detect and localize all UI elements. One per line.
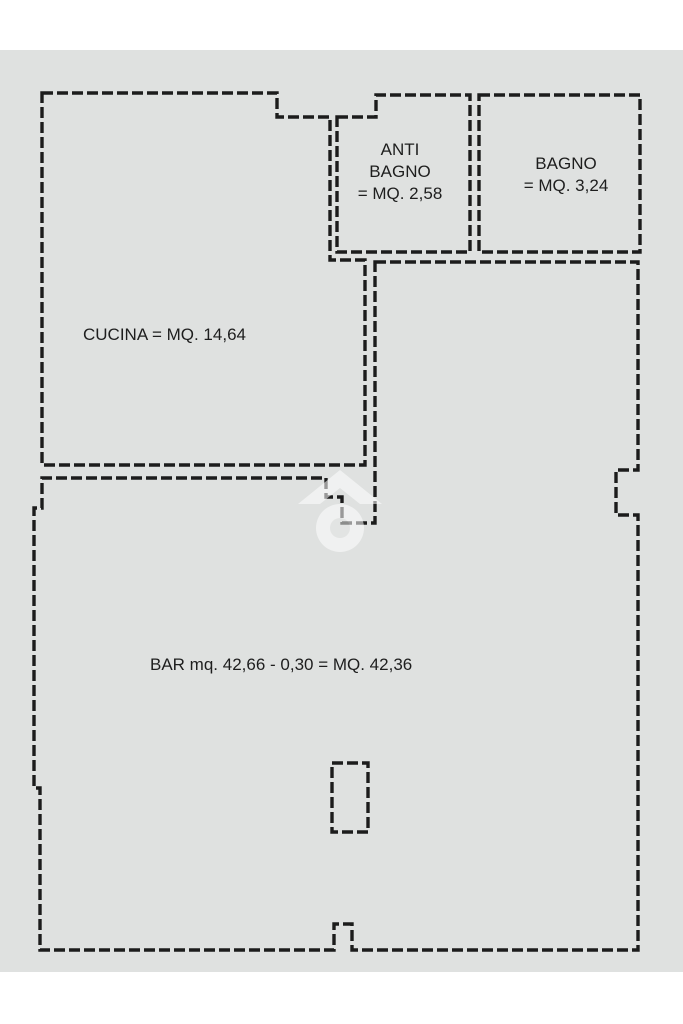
bagno-area: = MQ. 3,24 (523, 176, 609, 195)
bagno-walls (477, 93, 642, 254)
anti-bagno-label: ANTI BAGNO = MQ. 2,58 (330, 139, 470, 205)
anti-bagno-area: = MQ. 2,58 (357, 184, 443, 203)
anti-bagno-name-line2: BAGNO (369, 162, 431, 181)
watermark-logo-icon (298, 470, 382, 552)
anti-bagno-walls (335, 93, 472, 254)
bar-walls (32, 260, 640, 952)
bar-label: BAR mq. 42,66 - 0,30 = MQ. 42,36 (150, 655, 413, 674)
pillar (330, 761, 370, 834)
anti-bagno-name-line1: ANTI (380, 140, 420, 159)
bagno-name: BAGNO (535, 154, 597, 173)
bagno-label: BAGNO = MQ. 3,24 (476, 153, 656, 197)
cucina-label: CUCINA = MQ. 14,64 (83, 325, 246, 344)
cucina-walls (40, 91, 367, 467)
